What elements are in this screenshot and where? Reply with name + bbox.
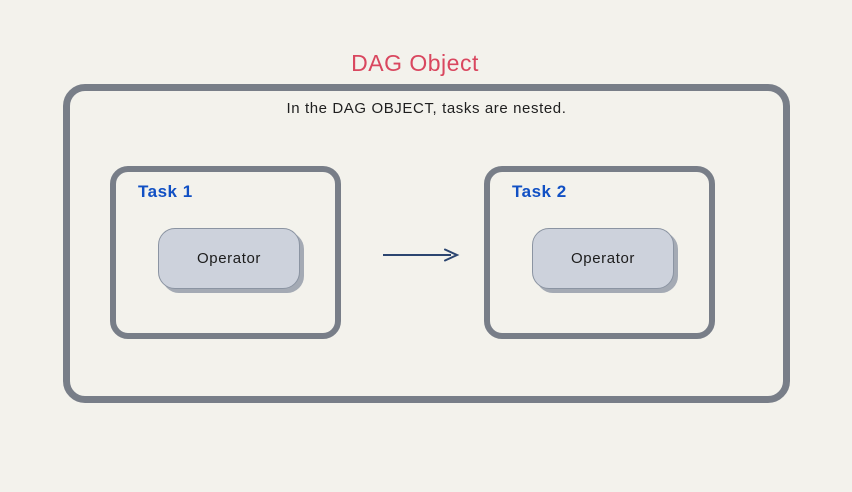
task2-label: Task 2 xyxy=(512,182,567,201)
dag-object-container: In the DAG OBJECT, tasks are nested. Tas… xyxy=(63,84,790,403)
task1-operator-node: Operator xyxy=(158,228,300,289)
arrow-right-icon xyxy=(383,248,460,262)
task1-box: Task 1 Operator xyxy=(110,166,341,339)
task2-operator-node: Operator xyxy=(532,228,674,289)
task2-box: Task 2 Operator xyxy=(484,166,715,339)
dag-caption: In the DAG OBJECT, tasks are nested. xyxy=(286,100,567,117)
task1-label: Task 1 xyxy=(138,182,193,201)
diagram-title: DAG Object xyxy=(351,50,479,76)
